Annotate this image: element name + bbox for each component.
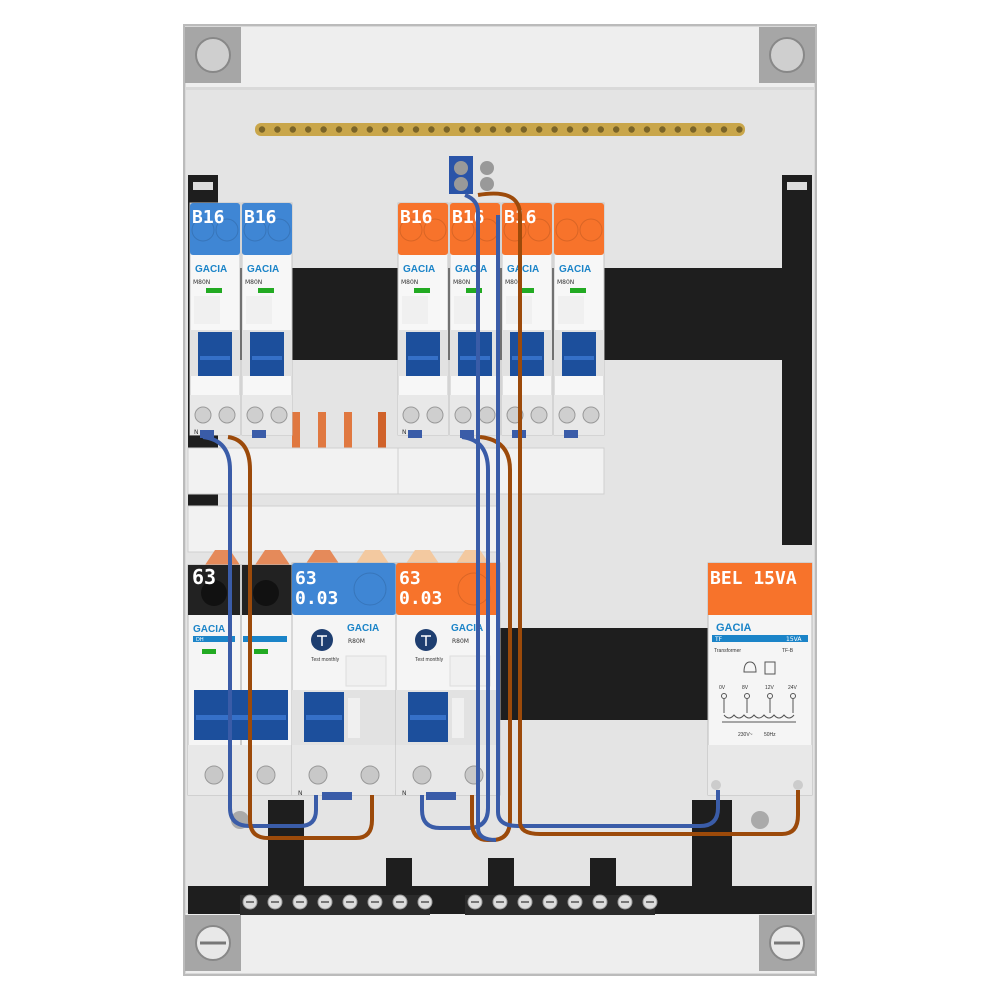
mcb-model: M80N [401,279,418,286]
rcd-rating: 63 [399,568,421,589]
mcb-model: M80N [453,279,470,286]
transformer-tap-label: 8V [742,685,749,691]
transformer-tap-label: 12V [765,685,775,691]
mcb-brand: GACIA [403,264,435,275]
corner-screw-bl [185,915,241,971]
wire-brown-bell [477,191,800,836]
test-t-icon [317,635,327,646]
terminal-n-label: N [402,790,407,797]
mcb-model: M80N [557,279,574,286]
neutral-busbar [188,800,812,915]
bottom-comb-busbar [205,550,490,565]
winding-icon [722,714,796,723]
bell-transformer[interactable]: BEL 15VA GACIA TF 15VA Transformer TF-B … [707,562,813,796]
transformer-rating: 15VA [786,636,802,643]
mcb-lever[interactable] [510,332,544,376]
main-switch[interactable]: 63 GACIA DH [187,564,293,796]
rcd-test-text: Test monthly [311,657,340,663]
transformer-freq: 50Hz [764,732,776,738]
mcb-model: M80N [505,279,522,286]
supply-terminal [449,156,494,194]
main-switch-model: DH [196,637,204,643]
terminal-n-label: N [402,429,407,436]
earth-bar [255,123,745,136]
wiring [202,191,800,842]
mcb-lever[interactable] [458,332,492,376]
mcb-lever[interactable] [406,332,440,376]
transformer-symbol-icon [764,661,776,675]
mcb-lever[interactable] [250,332,284,376]
wire-blue-2 [420,435,490,830]
mcb-brand: GACIA [559,264,591,275]
mcb-lever[interactable] [198,332,232,376]
rcd-rating: 63 [295,568,317,589]
transformer-tap-label: 24V [788,685,798,691]
corner-screw-br [759,915,815,971]
mcb-rating: B16 [400,207,433,228]
main-switch-rating: 63 [192,565,216,589]
main-switch-brand: GACIA [193,624,225,635]
corner-screw-tl [185,27,241,83]
mcb-model: M80N [193,279,210,286]
transformer-desc: Transformer [714,648,741,654]
mcb-brand: GACIA [507,264,539,275]
transformer-input: 230V~ [738,732,753,738]
top-breaker-row: B16GACIAM80NNB16GACIAM80NB16GACIAM80NNB1… [189,202,605,438]
rcd-test-text: Test monthly [415,657,444,663]
transformer-brand: GACIA [716,622,752,634]
test-t-icon [421,635,431,646]
bell-icon [743,661,757,673]
terminal-n-label: N [298,790,303,797]
transformer-model: TF [714,636,723,643]
wire-brown-2 [470,435,512,842]
terminal-n-label: N [194,429,199,436]
transformer-tap-label: 0V [719,685,726,691]
rcd-model: R80M [452,638,469,645]
rcd-brand: GACIA [347,623,379,634]
transformer-code: TF-B [782,648,794,654]
mcb-6[interactable]: GACIA M80N [553,202,605,438]
mcb-lever[interactable] [562,332,596,376]
mcb-brand: GACIA [247,264,279,275]
mcb-brand: GACIA [195,264,227,275]
mcb-rating: B16 [244,207,277,228]
rcd-sensitivity: 0.03 [295,588,338,609]
transformer-label: BEL 15VA [710,568,797,589]
rcd-sensitivity: 0.03 [399,588,442,609]
wire-blue-bell [464,193,720,842]
wire-brown-1 [227,435,374,840]
top-comb-busbar [187,412,605,553]
corner-screw-tr [759,27,815,83]
wire-blue-1 [202,435,318,828]
rcd-brand: GACIA [451,623,483,634]
mcb-rating: B16 [192,207,225,228]
mcb-model: M80N [245,279,262,286]
rcd-model: R80M [348,638,365,645]
mcb-brand: GACIA [455,264,487,275]
